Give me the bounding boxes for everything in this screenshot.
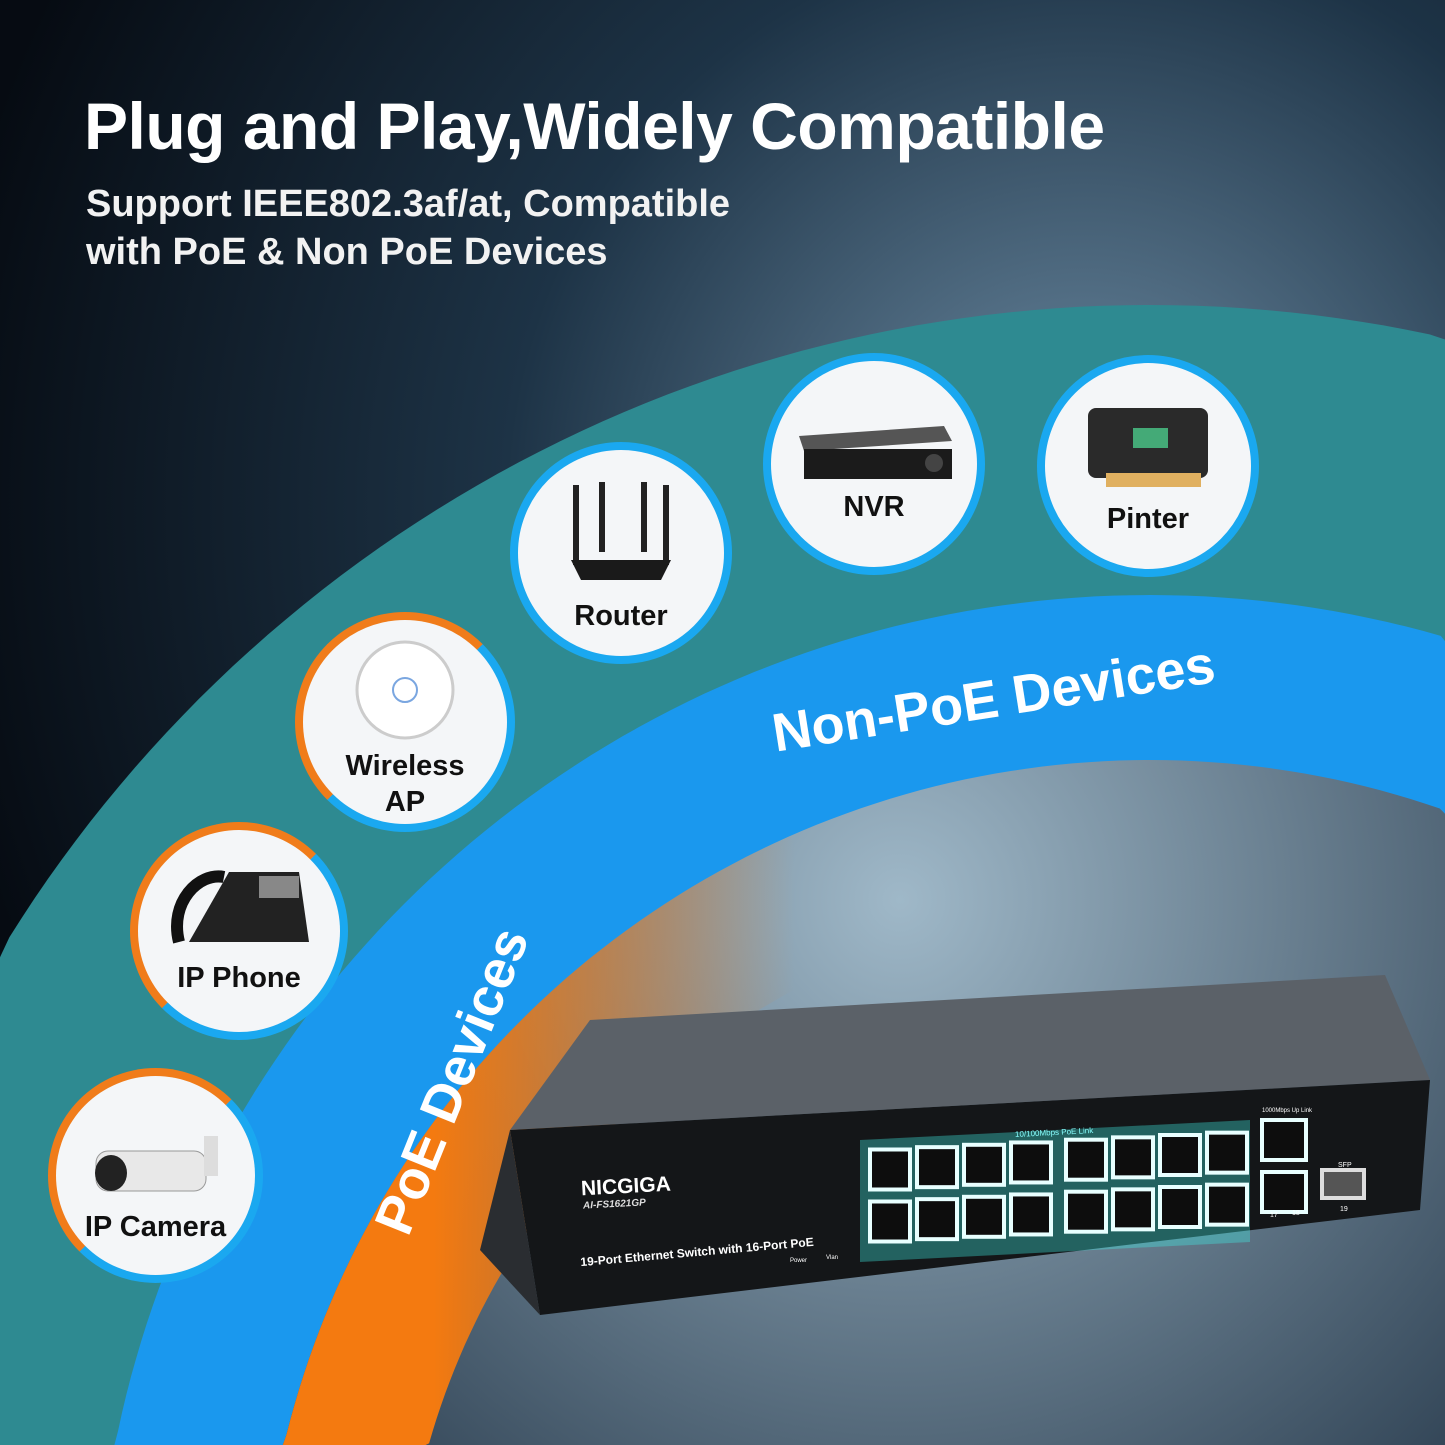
device-router: Router bbox=[510, 442, 732, 664]
sfp-label: SFP bbox=[1338, 1162, 1352, 1169]
uplink-port bbox=[1260, 1170, 1308, 1214]
ethernet-port bbox=[1158, 1185, 1202, 1229]
headline: Plug and Play,Widely Compatible bbox=[84, 89, 1105, 163]
subheadline-line-1: Support IEEE802.3af/at, Compatible bbox=[86, 183, 731, 225]
device-label: IP Camera bbox=[84, 1211, 227, 1243]
printer-icon bbox=[1088, 408, 1208, 487]
ethernet-port bbox=[1064, 1137, 1108, 1182]
ethernet-port bbox=[915, 1197, 959, 1242]
power-led-label: Power bbox=[790, 1258, 808, 1264]
sfp-port bbox=[1320, 1168, 1366, 1200]
camera-icon bbox=[94, 1136, 218, 1192]
device-label: Router bbox=[574, 600, 668, 632]
vlan-led-label: Vlan bbox=[826, 1255, 839, 1261]
ethernet-port bbox=[1009, 1140, 1053, 1185]
device-label: Pinter bbox=[1106, 503, 1190, 535]
device-ip-phone: IP Phone bbox=[130, 822, 348, 1040]
ethernet-port bbox=[868, 1147, 912, 1192]
router-icon bbox=[571, 482, 671, 580]
uplink-port-18: 18 bbox=[1292, 1210, 1300, 1217]
switch-brand: NICGIGA bbox=[580, 1172, 672, 1201]
phone-icon bbox=[171, 870, 309, 944]
subheadline-line-2: with PoE & Non PoE Devices bbox=[86, 231, 608, 273]
ethernet-port bbox=[915, 1145, 959, 1190]
device-label: IP Phone bbox=[177, 962, 301, 994]
nvr-icon bbox=[799, 426, 952, 479]
device-nvr: NVR bbox=[763, 353, 985, 575]
subheadline: Support IEEE802.3af/at, Compatible with … bbox=[86, 180, 730, 276]
ethernet-port bbox=[1205, 1130, 1249, 1175]
uplink-label: 1000Mbps Up Link bbox=[1262, 1108, 1313, 1114]
uplink-port bbox=[1260, 1118, 1308, 1162]
network-switch bbox=[480, 975, 1430, 1315]
ethernet-port bbox=[868, 1199, 912, 1244]
access-point-icon bbox=[355, 640, 455, 740]
device-label: NVR bbox=[843, 491, 905, 523]
sfp-port-number: 19 bbox=[1340, 1206, 1348, 1213]
device-label: Wireless AP bbox=[345, 750, 465, 818]
device-printer: Pinter bbox=[1037, 355, 1259, 577]
ethernet-port bbox=[1158, 1133, 1202, 1177]
ethernet-port bbox=[962, 1194, 1006, 1239]
ethernet-port bbox=[1064, 1189, 1108, 1234]
uplink-port-17: 17 bbox=[1270, 1212, 1278, 1219]
ethernet-port bbox=[1009, 1192, 1053, 1237]
ethernet-port bbox=[1111, 1187, 1155, 1232]
ethernet-port bbox=[962, 1142, 1006, 1187]
ethernet-port bbox=[1111, 1135, 1155, 1180]
ethernet-port bbox=[1205, 1182, 1249, 1227]
device-ip-camera: IP Camera bbox=[48, 1068, 263, 1283]
device-wireless-ap: Wireless AP bbox=[295, 612, 515, 832]
